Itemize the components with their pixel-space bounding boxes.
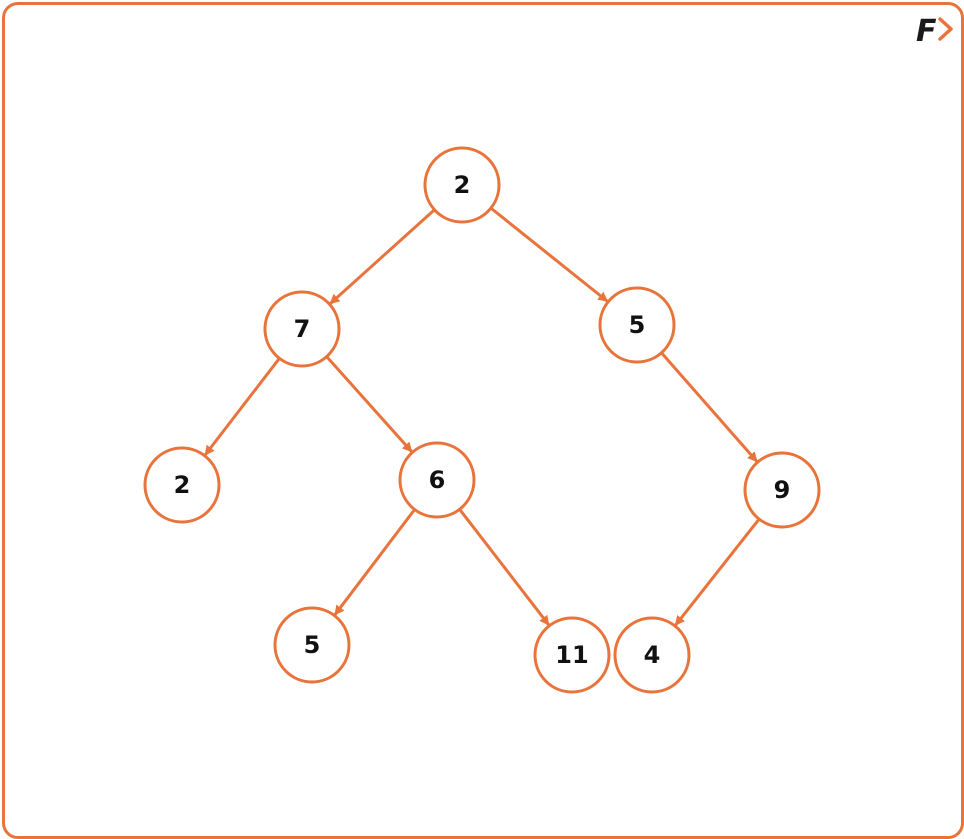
tree-node-circle: [613, 616, 691, 694]
tree-nodes: 2 7 5 2 6 9 5 11 4: [143, 146, 821, 694]
tree-node-label: 5: [629, 311, 646, 339]
tree-node: 4: [613, 616, 691, 694]
tree-node-label: 7: [294, 315, 311, 343]
tree-node: 6: [398, 441, 476, 519]
tree-node-label: 2: [454, 171, 471, 199]
logo: F: [916, 14, 953, 49]
tree-node-circle: [143, 446, 221, 524]
tree-edge-n5-n7: [333, 508, 416, 616]
tree-node-label: 11: [555, 641, 588, 669]
logo-letter: F: [916, 14, 937, 49]
tree-node: 2: [143, 446, 221, 524]
tree-node: 7: [263, 290, 341, 368]
tree-node-circle: [273, 606, 351, 684]
tree-node: 5: [598, 286, 676, 364]
tree-node-circle: [533, 616, 611, 694]
tree-edge-n2-n4: [203, 357, 281, 456]
tree-node-circle: [398, 441, 476, 519]
tree-edges: [203, 206, 761, 627]
chevron-right-icon: [938, 17, 953, 41]
tree-edge-n2-n5: [325, 355, 413, 453]
tree-node-circle: [423, 146, 501, 224]
tree-node-label: 4: [644, 641, 661, 669]
tree-node-circle: [598, 286, 676, 364]
tree-node-label: 2: [174, 471, 191, 499]
tree-node-label: 9: [774, 476, 791, 504]
tree-edge-n1-n3: [489, 206, 609, 303]
tree-node-label: 5: [304, 631, 321, 659]
tree-edge-n5-n8: [458, 508, 550, 626]
tree-node-circle: [743, 451, 821, 529]
tree-edge-n3-n6: [660, 351, 759, 463]
tree-node-label: 6: [429, 466, 446, 494]
tree-node: 11: [533, 616, 611, 694]
tree-edge-n1-n2: [329, 208, 436, 305]
tree-node: 9: [743, 451, 821, 529]
tree-node: 2: [423, 146, 501, 224]
tree-edge-n6-n9: [674, 518, 761, 627]
tree-node-circle: [263, 290, 341, 368]
tree-node: 5: [273, 606, 351, 684]
